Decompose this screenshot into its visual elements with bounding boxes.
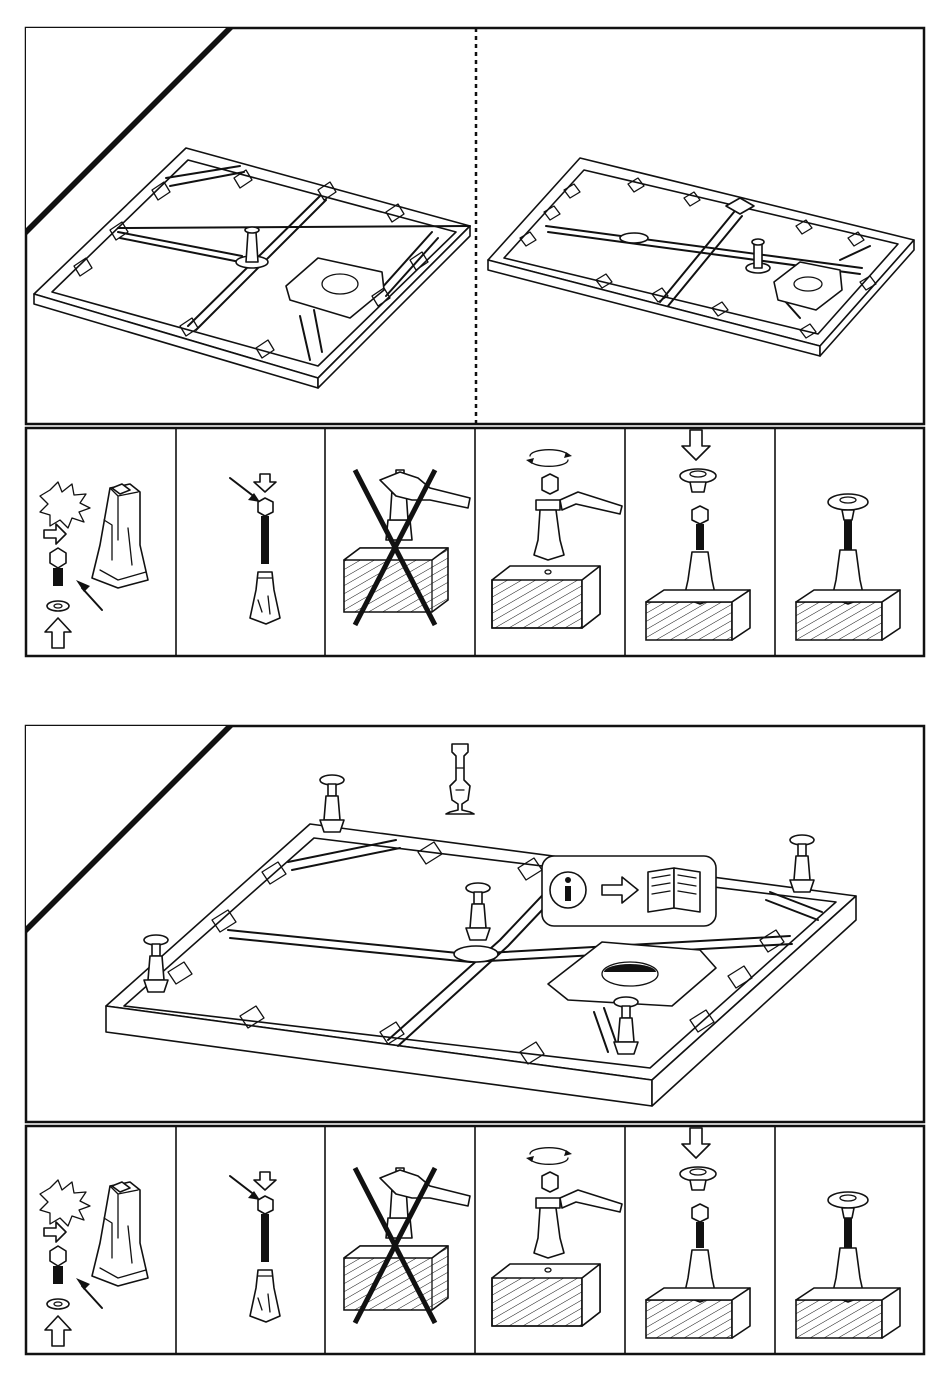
do-not-wrench-icon [344,470,470,625]
info-callout [542,856,716,926]
manual-book-icon [648,868,700,912]
leg-complete-icon [796,1192,900,1338]
leg-assembly-parts-icon [40,1180,148,1346]
pad-attach-icon [646,1128,750,1338]
bolt-insert-icon [230,1172,280,1322]
do-not-wrench-icon [344,1168,470,1323]
loose-leg-icon [446,744,474,814]
tray-frame-rectangle [34,148,470,388]
section-2 [26,726,924,1354]
leg-complete-icon [796,494,900,640]
pad-attach-icon [646,430,750,640]
section-1 [26,28,924,656]
leg-assembly-parts-icon [40,482,148,648]
wrench-rotate-icon [492,450,622,628]
wrench-rotate-icon [492,1148,622,1326]
bolt-insert-icon [230,474,280,624]
tray-frame-long [488,158,914,356]
tray-frame-large [106,775,856,1106]
